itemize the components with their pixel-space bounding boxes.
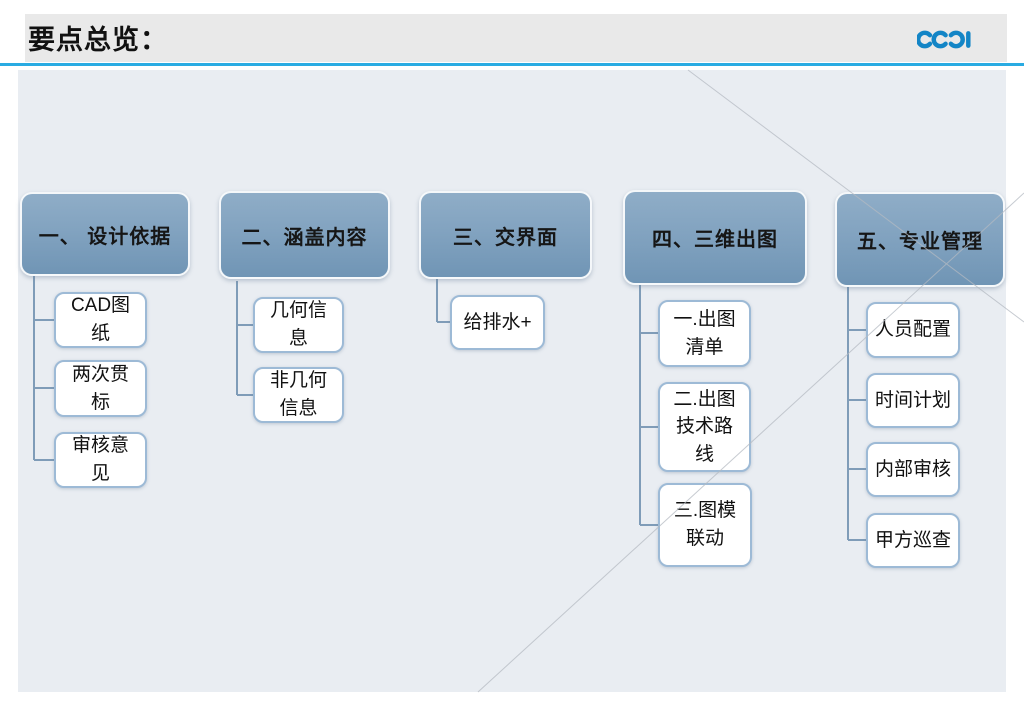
item-box-cad-drawings: CAD图 纸 <box>54 292 147 348</box>
item-box-drawing-tech-route: 二.出图 技术路 线 <box>658 382 751 472</box>
item-box-staffing: 人员配置 <box>866 302 960 358</box>
header-box-design-basis: 一、 设计依据 <box>20 192 190 276</box>
content-panel <box>18 70 1006 692</box>
item-box-time-plan: 时间计划 <box>866 373 960 428</box>
header-box-covered-content: 二、涵盖内容 <box>219 191 390 279</box>
title-strip <box>25 14 1007 62</box>
item-box-drawing-list: 一.出图 清单 <box>658 300 751 367</box>
item-box-non-geometric-info: 非几何 信息 <box>253 367 344 423</box>
header-box-discipline-management: 五、专业管理 <box>835 192 1005 287</box>
header-box-interface: 三、交界面 <box>419 191 592 279</box>
item-box-two-standards: 两次贯 标 <box>54 360 147 417</box>
item-box-client-inspection: 甲方巡查 <box>866 513 960 568</box>
item-box-drawing-model-linkage: 三.图模 联动 <box>658 483 752 567</box>
item-box-plumbing-plus: 给排水+ <box>450 295 545 350</box>
item-box-geometric-info: 几何信 息 <box>253 297 344 353</box>
item-box-review-comments: 审核意 见 <box>54 432 147 488</box>
item-box-internal-review: 内部审核 <box>866 442 960 497</box>
ccdi-logo-icon <box>917 30 971 49</box>
accent-divider-line <box>0 63 1024 66</box>
page-title: 要点总览： <box>28 25 168 55</box>
header-box-3d-drawing: 四、三维出图 <box>623 190 807 285</box>
